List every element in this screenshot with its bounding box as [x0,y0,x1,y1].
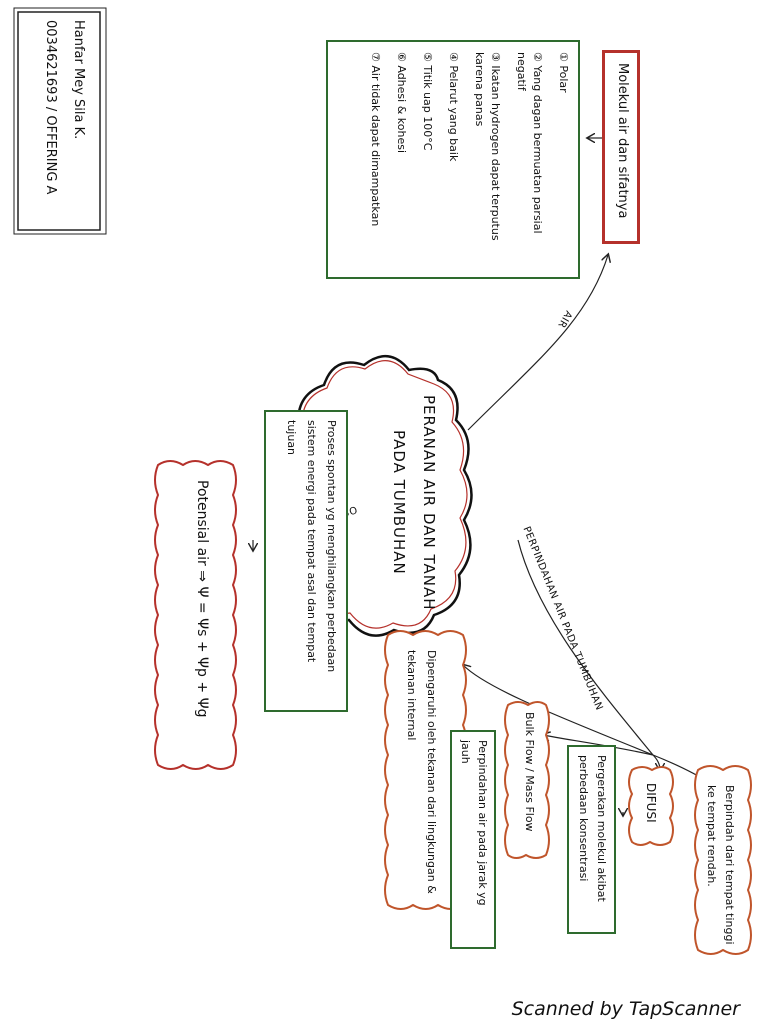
bulk-desc-2: jauh [459,740,472,764]
bulk-desc-box: Perpindahan air pada jarak yg jauh [450,730,496,949]
osmosis-line-1: Proses spontan yg menghilangkan perbedaa… [325,420,338,673]
potensial-formula: Potensial air ⇒ Ψ = Ψs + Ψp + Ψg [194,480,210,718]
molekul-item-1: ① Polar [557,52,570,93]
osmosis-line-2: sistem energi pada tempat asal dan tempa… [305,420,318,663]
difusi-desc-2: perbedaan konsentrasi [577,755,590,882]
bulk-label: Bulk Flow / Mass Flow [523,712,536,832]
molekul-title: Molekul air dan sifatnya [615,63,630,219]
difusi-cloud [628,766,674,846]
molekul-item-2-cont: negatif [515,52,528,91]
connector-perpindahan [517,539,654,756]
molekul-item-7: ⑦ Air tidak dapat dimampatkan [369,52,382,227]
difusi-desc-1: Pergerakan molekul akibat [595,755,608,902]
potensial-cloud [154,460,237,770]
molekul-title-box: Molekul air dan sifatnya [602,50,640,244]
berpindah-line-1: Berpindah dari tempat tinggi [723,785,736,945]
molekul-item-2: ② Yang dagan bermuatan parsial [531,52,544,234]
difusi-label: DIFUSI [644,783,658,823]
scanner-footer: Scanned by TapScanner [511,998,740,1020]
author-name: Hanfar Mey Sila K. [71,20,86,140]
molekul-item-6: ⑥ Adhesi & kohesi [395,52,408,154]
author-frame [17,11,101,231]
bulk-cloud [504,701,550,859]
connector-bulk [543,735,654,756]
author-id: 0034621693 / OFFERING A [43,20,58,195]
dipengaruhi-line-2: tekanan internal [405,650,418,741]
molekul-item-3-cont: karena panas [473,52,486,127]
osmosis-line-3: tujuan [285,420,298,456]
molekul-item-5: ⑤ Titik uap 100°C [421,52,434,151]
author-frame-outer [13,7,107,235]
berpindah-cloud [694,765,752,955]
center-title-line1: PERANAN AIR DAN TANAH [420,395,438,611]
molekul-item-4: ④ Pelarut yang baik [447,52,460,162]
connector-air [467,255,608,431]
center-title-line2: PADA TUMBUHAN [390,430,408,575]
molekul-list-box: ① Polar ② Yang dagan bermuatan parsial n… [326,40,580,279]
bulk-desc-1: Perpindahan air pada jarak yg [476,740,489,906]
dipengaruhi-line-1: Dipengaruhi oleh tekanan dari lingkungan… [425,650,438,894]
difusi-desc-box: Pergerakan molekul akibat perbedaan kons… [567,745,616,934]
osmosis-box: Proses spontan yg menghilangkan perbedaa… [264,410,348,712]
molekul-item-3: ③ Ikatan hydrogen dapat terputus [489,52,502,241]
berpindah-line-2: ke tempat rendah. [705,785,718,887]
